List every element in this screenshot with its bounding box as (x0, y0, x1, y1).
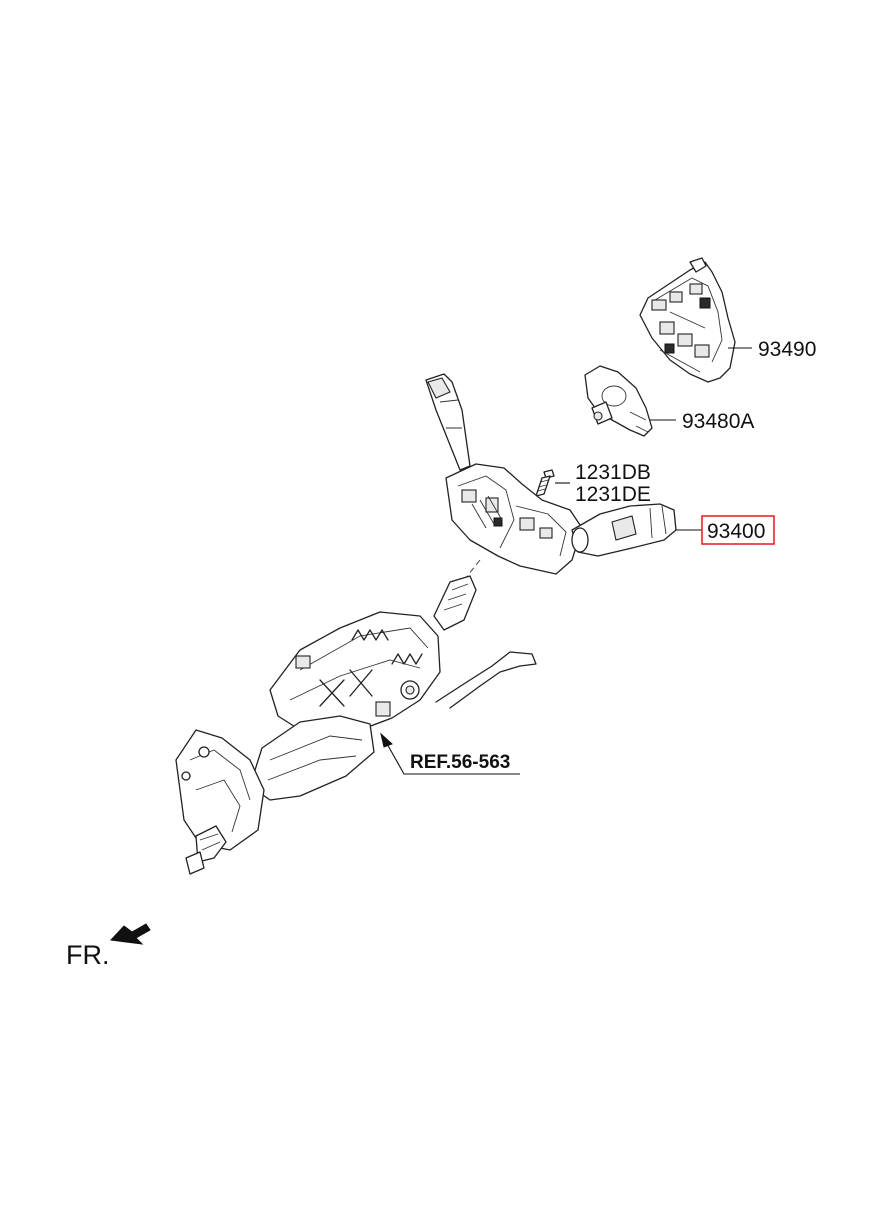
label-93400[interactable]: 93400 (707, 520, 765, 543)
label-1231DB[interactable]: 1231DB (575, 461, 651, 484)
steering-angle-sensor-part[interactable] (584, 365, 653, 437)
label-93490[interactable]: 93490 (758, 338, 816, 361)
label-93480A[interactable]: 93480A (682, 410, 754, 433)
arrow-down-left-icon (109, 923, 151, 945)
steering-column-part[interactable] (175, 575, 537, 875)
reference-callout (380, 732, 520, 775)
clock-spring-part[interactable] (639, 257, 736, 383)
label-1231DE[interactable]: 1231DE (575, 483, 651, 506)
highlight-box-93400 (701, 515, 775, 545)
bolt-part[interactable] (535, 469, 555, 497)
front-direction-label: FR. (66, 940, 110, 970)
label-ref-56-563[interactable]: REF.56-563 (410, 752, 510, 773)
multifunction-switch-part[interactable] (425, 373, 677, 575)
